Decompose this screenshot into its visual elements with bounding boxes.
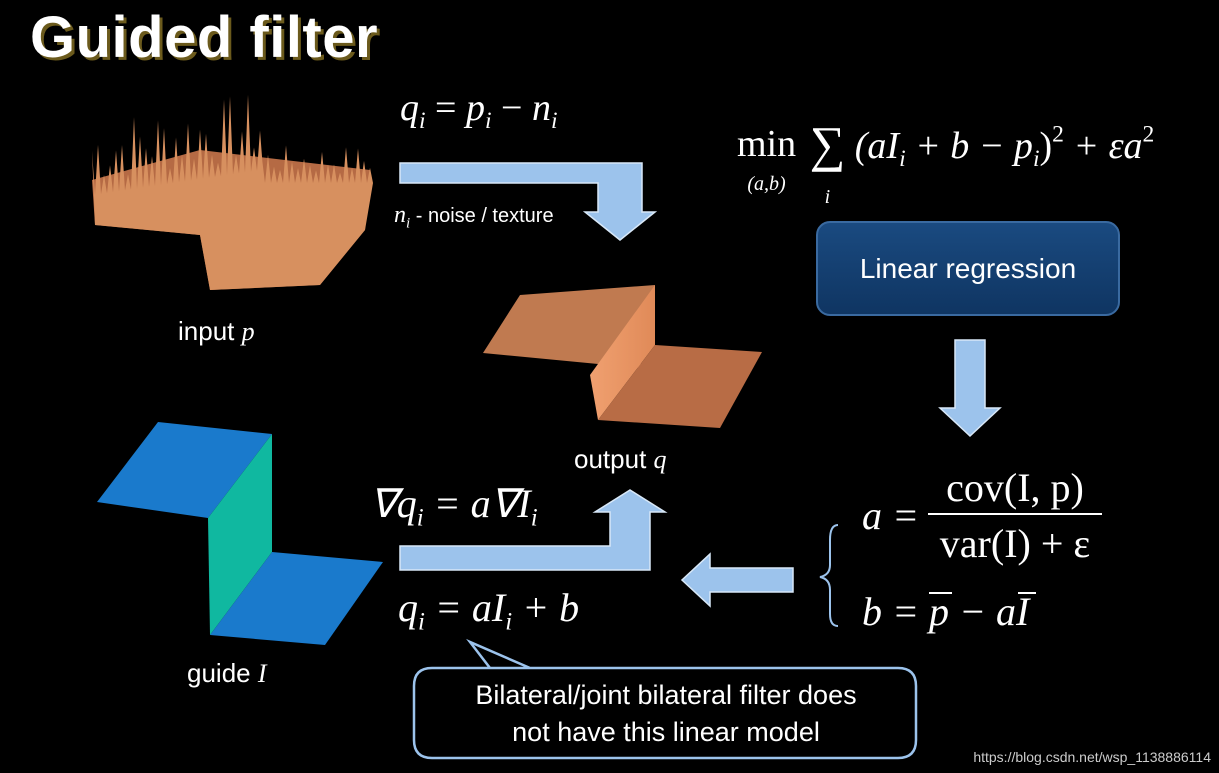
linear-model-equation: qi = aIi + b — [398, 585, 580, 636]
arrow-regression-down — [938, 339, 1002, 438]
noise-label: ni - noise / texture — [394, 202, 554, 232]
guide-surface — [97, 422, 383, 645]
callout-bubble — [412, 638, 918, 760]
output-label: output q — [574, 444, 667, 474]
guide-label: guide I — [187, 658, 267, 688]
linear-regression-box: Linear regression — [816, 221, 1120, 316]
input-label: input p — [178, 316, 255, 346]
coef-b-equation: b = p − aI — [862, 589, 1030, 634]
gradient-equation: ∇qi = a∇Ii — [370, 481, 538, 532]
arrow-model-to-output — [399, 489, 668, 571]
noise-equation: qi = pi − ni — [400, 87, 558, 135]
coefficient-brace — [819, 524, 839, 627]
output-surface — [483, 285, 762, 428]
watermark: https://blog.csdn.net/wsp_1138886114 — [973, 749, 1211, 765]
arrow-coefficients-left — [680, 552, 794, 608]
coef-a-numerator: cov(I, p) — [946, 465, 1084, 510]
callout-line-2: not have this linear model — [512, 717, 820, 747]
coef-a-lhs: a = — [862, 493, 919, 538]
page-title: Guided filter — [30, 5, 379, 70]
arrow-input-to-output — [399, 162, 658, 241]
callout-line-1: Bilateral/joint bilateral filter does — [475, 680, 857, 710]
input-surface — [92, 94, 373, 290]
coef-a-denominator: var(I) + ε — [939, 521, 1091, 566]
objective-function: min (a,b) ∑ i (aIi + b − pi)2 + εa2 — [737, 116, 1155, 208]
callout-text: Bilateral/joint bilateral filter does no… — [418, 672, 914, 756]
